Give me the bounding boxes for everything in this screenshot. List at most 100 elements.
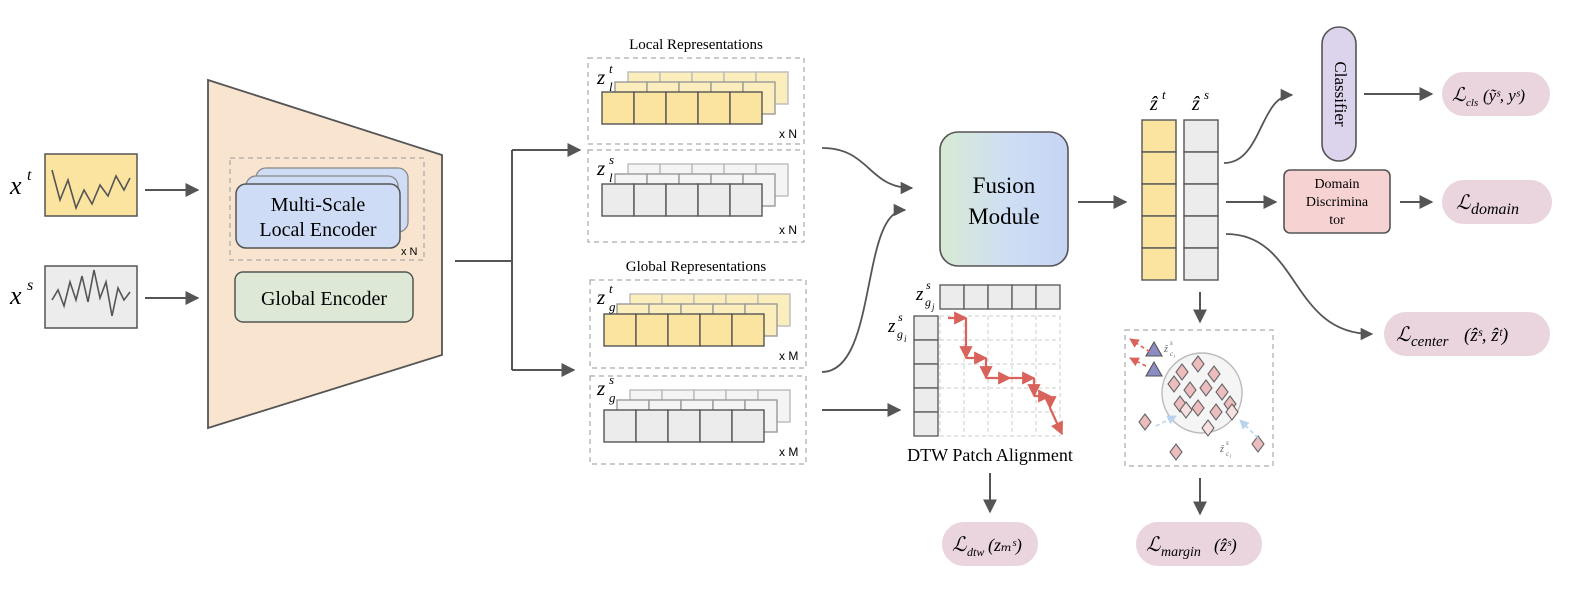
loss-margin-args: (ẑˢ) bbox=[1214, 535, 1237, 556]
input-target: x t bbox=[9, 153, 138, 217]
dtw-col-sup: s bbox=[898, 310, 903, 324]
arrow-to-classifier bbox=[1223, 88, 1294, 164]
global-target-dashed-box bbox=[589, 279, 807, 369]
global-source-patch bbox=[635, 409, 669, 443]
source-sample-diamond bbox=[1191, 355, 1205, 373]
local-source-patch bbox=[601, 183, 635, 217]
local-target-dashed-box bbox=[587, 57, 805, 145]
faded-sample-diamond bbox=[1225, 403, 1239, 421]
local-encoder-label-2: Local Encoder bbox=[259, 219, 376, 241]
global-target-symbol: z t g bbox=[596, 281, 616, 314]
loss-margin-subscript: margin bbox=[1161, 545, 1201, 560]
global-target-sup: t bbox=[609, 281, 613, 296]
discriminator-label-2: Discrimina bbox=[1306, 195, 1369, 210]
local-target-sub: l bbox=[609, 79, 613, 94]
local-target-multiplier: x N bbox=[779, 127, 797, 141]
dtw-col-idx: i bbox=[904, 334, 907, 344]
local-target-patch bbox=[697, 91, 731, 125]
global-encoder-label: Global Encoder bbox=[261, 288, 387, 310]
fused-target-var: ẑ bbox=[1149, 93, 1158, 115]
source-sample-diamond bbox=[1169, 443, 1183, 461]
dtw-col-patch bbox=[913, 363, 939, 389]
dtw-col-patch bbox=[913, 315, 939, 341]
fused-target-symbol: ẑ t bbox=[1149, 87, 1166, 115]
fused-target-cell bbox=[1141, 183, 1177, 217]
cluster-points bbox=[1138, 340, 1265, 461]
global-target-var: z bbox=[596, 285, 605, 309]
discriminator-label-3: tor bbox=[1329, 213, 1345, 228]
loss-dtw-args: (zₘˢ) bbox=[988, 535, 1022, 556]
loss-margin-symbol: ℒ bbox=[1146, 534, 1161, 556]
domain-discriminator-box bbox=[1283, 169, 1391, 234]
centroid-b-var: ẑ bbox=[1219, 444, 1224, 455]
representation-groups bbox=[587, 57, 807, 465]
dtw-row-symbol: z s g j bbox=[915, 278, 935, 312]
local-source-symbol: z s l bbox=[596, 152, 614, 185]
local-source-patch bbox=[633, 183, 667, 217]
source-sample-diamond bbox=[1138, 413, 1152, 431]
classifier-box bbox=[1321, 26, 1357, 162]
fused-target-cell bbox=[1141, 215, 1177, 249]
center-pull-arrow-1 bbox=[1155, 415, 1177, 427]
fusion-label-1: Fusion bbox=[973, 173, 1036, 198]
centroid-b-sub: c₁ bbox=[1226, 450, 1232, 458]
global-source-dashed-box bbox=[589, 375, 807, 465]
dtw-row-patch bbox=[987, 284, 1013, 310]
source-waveform bbox=[51, 269, 131, 317]
dtw-row-var: z bbox=[915, 284, 924, 305]
local-source-patch bbox=[729, 183, 763, 217]
local-target-patch bbox=[665, 91, 699, 125]
loss-center-subscript: center bbox=[1411, 334, 1449, 350]
centroid-a-sub: c₁ bbox=[1170, 350, 1176, 358]
discriminator-label-1: Domain bbox=[1314, 177, 1359, 192]
input-target-series-box bbox=[44, 153, 138, 217]
dtw-col-sub: g bbox=[897, 327, 903, 341]
global-target-patch bbox=[667, 313, 701, 347]
centroid-label-b: ẑ s c₁ bbox=[1219, 439, 1232, 458]
centroid-label-a: ẑ s c₁ bbox=[1163, 339, 1176, 358]
input-target-var: x bbox=[9, 171, 22, 200]
loss-margin: ℒ margin (ẑˢ) bbox=[1136, 522, 1262, 566]
source-sample-diamond bbox=[1191, 399, 1205, 417]
local-source-sup: s bbox=[609, 152, 614, 167]
loss-center-args: (ẑˢ, ẑᵗ) bbox=[1464, 325, 1508, 346]
centroid-a-var: ẑ bbox=[1163, 344, 1168, 355]
input-source-sup: s bbox=[27, 277, 33, 294]
global-target-patch bbox=[603, 313, 637, 347]
dtw-row-patch bbox=[939, 284, 965, 310]
margin-push-arrow-1 bbox=[1129, 338, 1151, 353]
dtw-col-patch bbox=[913, 387, 939, 413]
dtw-row-patch bbox=[1035, 284, 1061, 310]
local-source-patch bbox=[665, 183, 699, 217]
fused-source-cell bbox=[1183, 247, 1219, 281]
loss-cls-pill bbox=[1442, 72, 1550, 116]
loss-dtw-pill bbox=[942, 522, 1038, 566]
loss-domain-symbol: ℒ bbox=[1456, 192, 1471, 214]
input-source: x s bbox=[9, 265, 138, 329]
faded-sample-diamond bbox=[1201, 419, 1215, 437]
dtw-row-idx: j bbox=[931, 302, 935, 312]
local-target-patch bbox=[633, 91, 667, 125]
source-sample-diamond bbox=[1207, 365, 1221, 383]
global-target-multiplier: x M bbox=[779, 349, 798, 363]
fused-source-symbol: ẑ s bbox=[1191, 87, 1209, 115]
center-pull-arrow-2 bbox=[1239, 419, 1259, 439]
dtw-col-patch bbox=[913, 339, 939, 365]
local-encoder-multiplier: x N bbox=[401, 246, 418, 258]
loss-domain: ℒ domain bbox=[1442, 180, 1552, 224]
arrow-to-center-loss bbox=[1225, 233, 1374, 341]
input-source-var: x bbox=[9, 281, 22, 310]
global-source-patch bbox=[731, 409, 765, 443]
source-sample-diamond bbox=[1167, 375, 1181, 393]
fused-target-cell bbox=[1141, 151, 1177, 185]
loss-dtw-subscript: dtw bbox=[967, 545, 984, 559]
fusion-module-box bbox=[939, 131, 1069, 267]
loss-dtw: ℒ dtw (zₘˢ) bbox=[942, 522, 1038, 566]
global-source-sub: g bbox=[609, 390, 616, 405]
centroid-b-sup: s bbox=[1226, 439, 1229, 447]
local-encoder-label-1: Multi-Scale bbox=[271, 194, 366, 216]
source-sample-diamond bbox=[1251, 435, 1265, 453]
fused-source-cell bbox=[1183, 151, 1219, 185]
local-target-sup: t bbox=[609, 61, 613, 76]
target-sample-triangle bbox=[1145, 340, 1163, 357]
